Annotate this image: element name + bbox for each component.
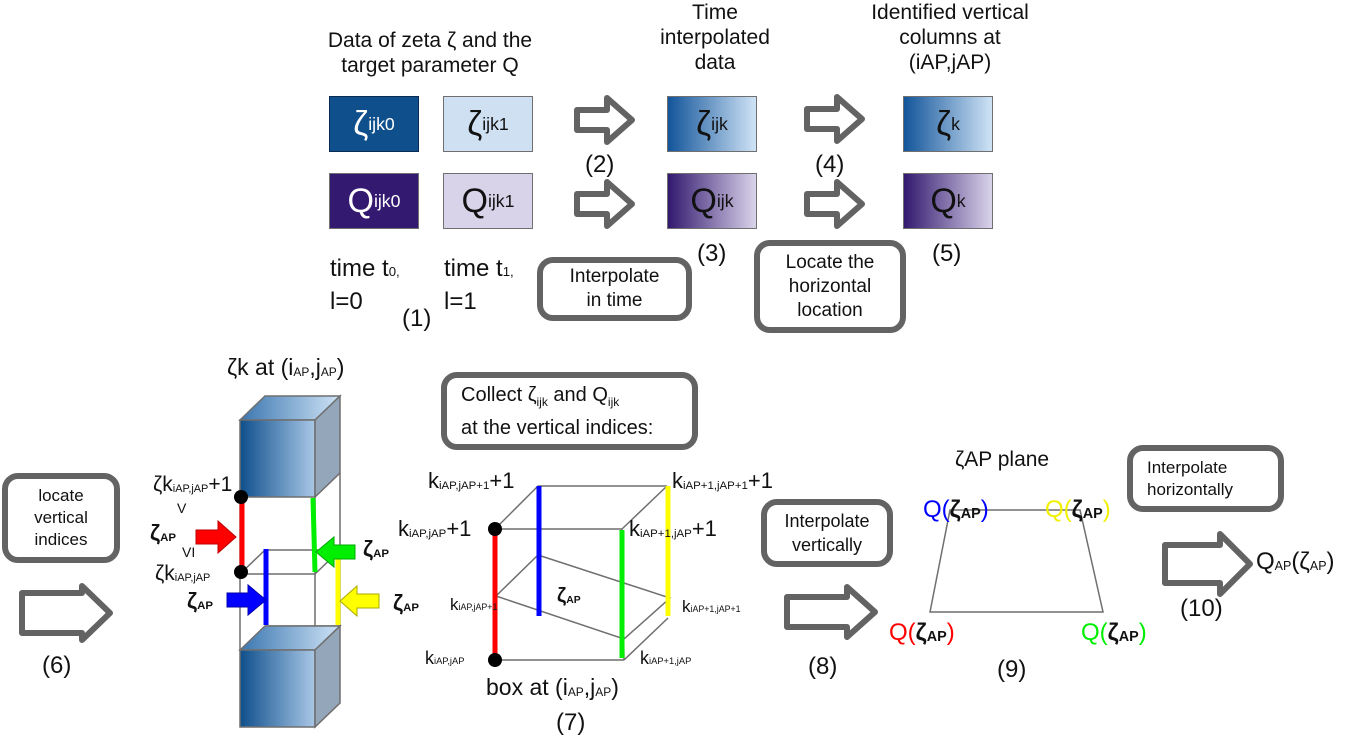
box-label-top-back-right: kiAP+1,jAP+1+1 xyxy=(672,468,773,493)
step-4-label: (4) xyxy=(815,151,845,178)
box-label-mid-right: kiAP+1,jAP+1 xyxy=(682,597,741,616)
note-collect: Collect ζijk and Qijk at the vertical in… xyxy=(441,372,698,450)
plane-label-blue: Q(ζAP) xyxy=(923,496,989,523)
heading-data: Data of zeta ζ and the target parameter … xyxy=(327,29,533,77)
plane-trapezoid xyxy=(929,509,1104,613)
blue-arrow xyxy=(226,583,267,617)
box-label-mid-left: kiAP,jAP+1 xyxy=(450,595,498,614)
greater-equal-sign: V xyxy=(177,500,187,516)
arrow-step-2 xyxy=(574,95,635,145)
vertical-column xyxy=(234,394,342,729)
box-zeta-ap-label: ζAP xyxy=(557,585,581,607)
box-lower-dot xyxy=(488,653,502,667)
note-interpolate-horizontally: Interpolate horizontally xyxy=(1127,445,1284,512)
zeta-ap-yellow-label: ζAP xyxy=(393,590,420,615)
step-1-label: (1) xyxy=(402,305,432,332)
plane-title: ζAP plane xyxy=(955,448,1050,471)
red-arrow xyxy=(195,519,237,555)
box-label-top-front-left: kiAP,jAP+1 xyxy=(398,516,472,541)
lower-index-dot xyxy=(234,565,248,579)
bottom-cube-front-face xyxy=(239,649,316,728)
top-cube-front-face xyxy=(239,419,316,498)
plane-label-green: Q(ζAP) xyxy=(1081,619,1147,646)
step-9-label: (9) xyxy=(997,656,1027,683)
arrow-step-5 xyxy=(804,179,865,229)
step-10-label: (10) xyxy=(1180,595,1223,622)
step-7-label: (7) xyxy=(556,709,586,736)
step-8-label: (8) xyxy=(808,653,838,680)
arrow-step-4 xyxy=(804,94,865,144)
note-locate-vertical: locate vertical indices xyxy=(2,473,120,563)
yellow-arrow xyxy=(339,584,380,618)
step-5-label: (5) xyxy=(932,240,962,267)
arrow-step-10 xyxy=(1162,531,1253,597)
box-label-bottom-front-right: kiAP+1,jAP xyxy=(640,648,692,668)
plane-label-yellow: Q(ζAP) xyxy=(1045,496,1111,523)
upper-index-dot xyxy=(234,490,248,504)
zeta-ap-plane xyxy=(494,554,672,640)
box-label-top-back-left: kiAP,jAP+1+1 xyxy=(428,468,515,493)
plane-label-red: Q(ζAP) xyxy=(889,619,955,646)
box-label-bottom-front-left: kiAP,jAP xyxy=(425,648,465,668)
less-equal-sign: VI xyxy=(182,544,196,560)
arrow-step-3 xyxy=(574,179,635,229)
zeta-ap-green-label: ζAP xyxy=(363,536,390,561)
time-t1-label: time t1,l=1 xyxy=(444,255,514,315)
label-zeta-k-lower: ζkiAP,jAP xyxy=(155,562,211,585)
interpolation-box xyxy=(488,485,672,667)
step-2-label: (2) xyxy=(585,151,615,178)
step-3-label: (3) xyxy=(697,240,727,267)
zeta-ap-blue-label: ζAP xyxy=(187,588,214,613)
box-upper-dot xyxy=(488,522,502,536)
label-zeta-k-upper: ζkiAP,jAP+1 xyxy=(153,473,233,496)
heading-identified-columns: Identified vertical columns at (iAP,jAP) xyxy=(871,1,1029,74)
bottom-cube-side-face xyxy=(314,624,341,729)
green-vertical xyxy=(310,497,318,573)
heading-time-interpolated: Time interpolated data xyxy=(660,1,770,74)
green-arrow xyxy=(315,535,356,569)
note-interpolate-vertically: Interpolate vertically xyxy=(761,499,893,567)
note-interpolate-in-time: Interpolate in time xyxy=(537,257,692,321)
column-title: ζk at (iAP,jAP) xyxy=(227,354,345,380)
time-t0-label: time t0,l=0 xyxy=(330,255,400,315)
box-label-top-front-right: kiAP+1,jAP+1 xyxy=(629,516,717,541)
arrow-step-6 xyxy=(19,583,113,643)
zeta-ap-red-label: ζAP xyxy=(150,520,177,545)
result-label: QAP(ζAP) xyxy=(1256,548,1335,575)
arrow-step-8 xyxy=(784,584,878,640)
box-title: box at (iAP,jAP) xyxy=(486,674,619,700)
step-6-label: (6) xyxy=(42,652,72,679)
note-locate-horizontal: Locate the horizontal location xyxy=(754,240,906,333)
